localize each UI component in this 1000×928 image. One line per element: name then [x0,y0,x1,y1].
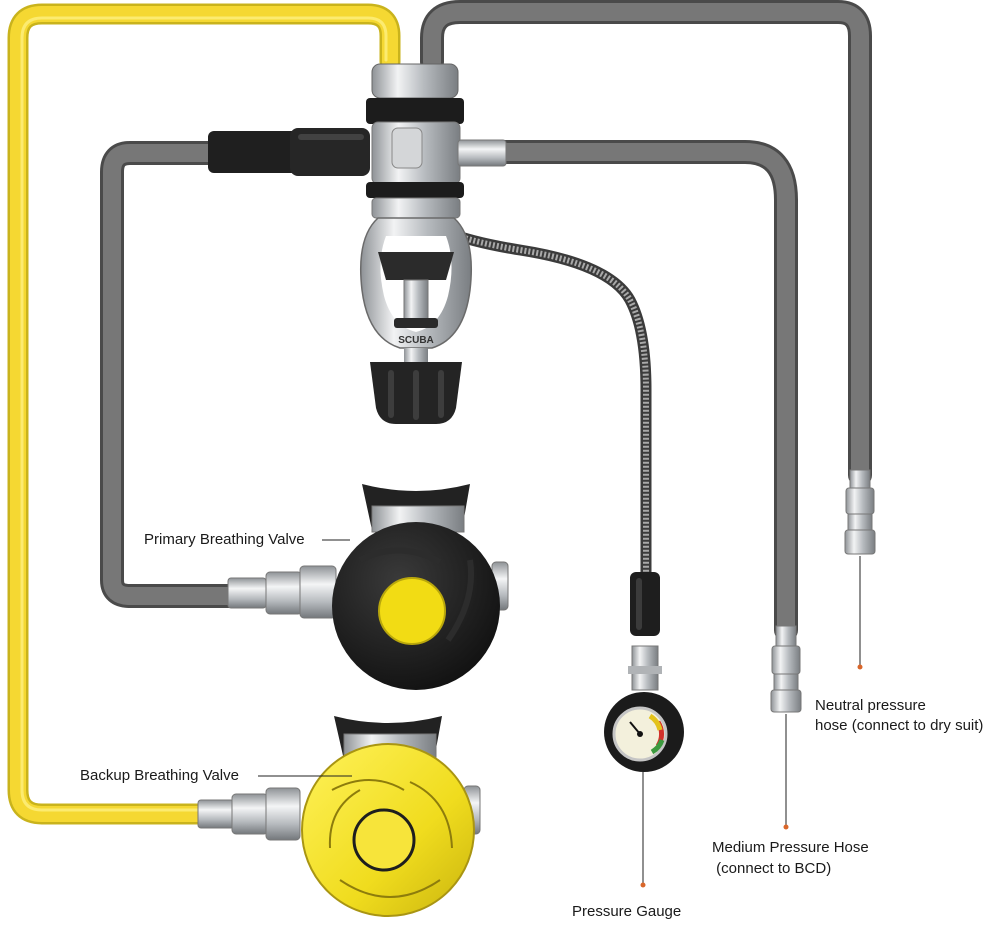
primary-valve-label: Primary Breathing Valve [144,531,305,548]
medium-hose-fitting [770,625,802,713]
neutral-hose-label-line2: hose (connect to dry suit) [815,717,984,734]
medium-hose-label-line1: Medium Pressure Hose [712,839,869,856]
neutral-hose-leader-dot [857,664,863,670]
backup-second-stage [197,716,481,917]
pressure-gauge-label: Pressure Gauge [572,903,682,920]
first-stage-engraving: SCUBA [398,335,434,346]
primary-second-stage [227,484,509,690]
backup-valve-label: Backup Breathing Valve [80,767,239,784]
pressure-gauge [604,572,684,772]
medium-hose-label-line2: (connect to BCD) [712,860,832,877]
neutral-hose-label-line1: Neutral pressure [815,697,926,714]
first-stage: SCUBA [208,63,507,424]
medium-hose-leader-dot [783,824,789,830]
gauge-leader-dot [640,882,646,888]
neutral-hose-fitting [844,469,876,555]
